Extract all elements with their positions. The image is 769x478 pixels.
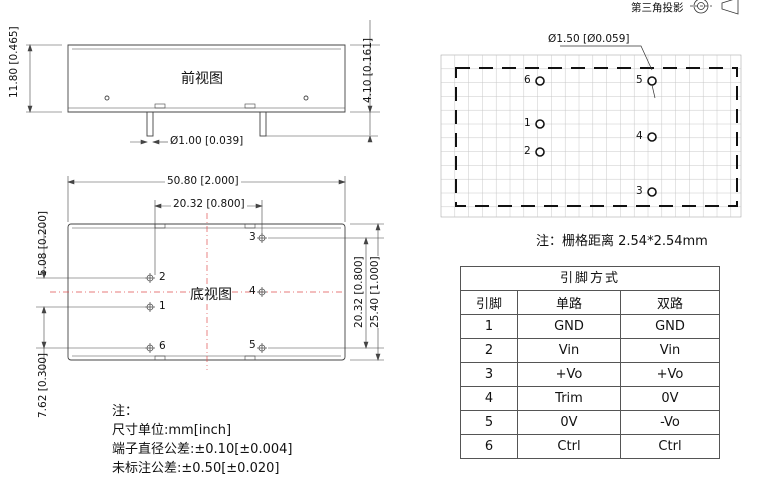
bottom-pin-1 — [145, 302, 155, 312]
dual-output-function: Ctrl — [620, 434, 720, 459]
projection-symbol — [690, 0, 739, 15]
grid-pin-4-label: 4 — [636, 130, 643, 142]
grid-pin-3-label: 3 — [636, 185, 643, 197]
bottom-pin-5-label: 5 — [249, 339, 256, 351]
front-pin-diameter-dim: Ø1.00 [0.039] — [170, 135, 244, 147]
notes-block: 注： 尺寸单位:mm[inch] 端子直径公差:±0.10[±0.004] 未标… — [112, 402, 292, 478]
grid-pin-1-label: 1 — [524, 117, 531, 129]
grid-pin-2-label: 2 — [524, 145, 531, 157]
pin-number: 2 — [460, 338, 518, 363]
grid-pin-5 — [647, 76, 657, 86]
dual-output-function: Vin — [620, 338, 720, 363]
grid-layout — [440, 54, 742, 218]
notes-unit: 尺寸单位:mm[inch] — [112, 423, 232, 438]
module-outline — [455, 67, 738, 207]
bottom-pin-2 — [145, 273, 155, 283]
pin-number: 3 — [460, 362, 518, 387]
pin-number: 6 — [460, 434, 518, 459]
notes-heading: 注： — [112, 404, 139, 419]
pin-number: 4 — [460, 386, 518, 411]
notes-general-tolerance: 未标注公差:±0.50[±0.020] — [112, 461, 280, 476]
bottom-width-dim: 50.80 [2.000] — [165, 175, 241, 187]
front-thickness-dim: 4.10 [0.161] — [362, 38, 374, 103]
bottom-pin-4-label: 4 — [249, 285, 256, 297]
bottom-pin-6 — [145, 343, 155, 353]
front-view-body — [67, 44, 346, 137]
grid-pin-5-label: 5 — [636, 74, 643, 86]
bottom-left-bottom-dim: 7.62 [0.300] — [37, 353, 49, 418]
front-height-dim: 11.80 [0.465] — [8, 26, 20, 98]
pin-number: 1 — [460, 314, 518, 339]
projection-label: 第三角投影 — [631, 2, 684, 14]
grid-spacing-note: 注：栅格距离 2.54*2.54mm — [536, 234, 708, 249]
grid-pin-4 — [647, 132, 657, 142]
single-output-function: Ctrl — [517, 434, 621, 459]
pin-table-title: 引脚方式 — [460, 266, 720, 290]
bottom-pin-2-label: 2 — [159, 271, 166, 283]
bottom-view-pins — [145, 233, 267, 353]
grid-pin-2 — [535, 147, 545, 157]
single-output-function: +Vo — [517, 362, 621, 387]
pin-table-header: 双路 — [620, 290, 720, 315]
bottom-pin-3 — [257, 233, 267, 243]
bottom-right-pin-span-dim: 20.32 [0.800] — [353, 256, 365, 328]
grid-pin-3 — [647, 187, 657, 197]
dual-output-function: GND — [620, 314, 720, 339]
bottom-left-top-dim: 5.08 [0.200] — [37, 211, 49, 276]
dual-output-function: +Vo — [620, 362, 720, 387]
bottom-pin-3-label: 3 — [249, 231, 256, 243]
bottom-pin-5 — [257, 343, 267, 353]
grid-hole-dim: Ø1.50 [Ø0.059] — [548, 33, 630, 45]
pin-table-header: 引脚 — [460, 290, 518, 315]
grid-pin-6 — [535, 76, 545, 86]
grid-pins — [535, 76, 657, 197]
grid-pin-6-label: 6 — [524, 74, 531, 86]
single-output-function: GND — [517, 314, 621, 339]
bottom-right-height-dim: 25.40 [1.000] — [369, 256, 381, 328]
single-output-function: Trim — [517, 386, 621, 411]
pin-table-row: 3+Vo+Vo — [460, 362, 720, 387]
dual-output-function: 0V — [620, 386, 720, 411]
bottom-pin-6-label: 6 — [159, 340, 166, 352]
dual-output-function: -Vo — [620, 410, 720, 435]
pin-number: 5 — [460, 410, 518, 435]
pin-table-header-row: 引脚 单路 双路 — [460, 290, 720, 315]
bottom-pin-1-label: 1 — [159, 300, 166, 312]
bottom-pin-4 — [257, 287, 267, 297]
front-view-title: 前视图 — [181, 71, 223, 87]
pin-table-header: 单路 — [517, 290, 621, 315]
single-output-function: 0V — [517, 410, 621, 435]
grid-pin-1 — [535, 119, 545, 129]
bottom-pin-span-dim: 20.32 [0.800] — [171, 198, 247, 210]
notes-pin-tolerance: 端子直径公差:±0.10[±0.004] — [112, 442, 293, 457]
bottom-view-title: 底视图 — [190, 284, 232, 304]
single-output-function: Vin — [517, 338, 621, 363]
